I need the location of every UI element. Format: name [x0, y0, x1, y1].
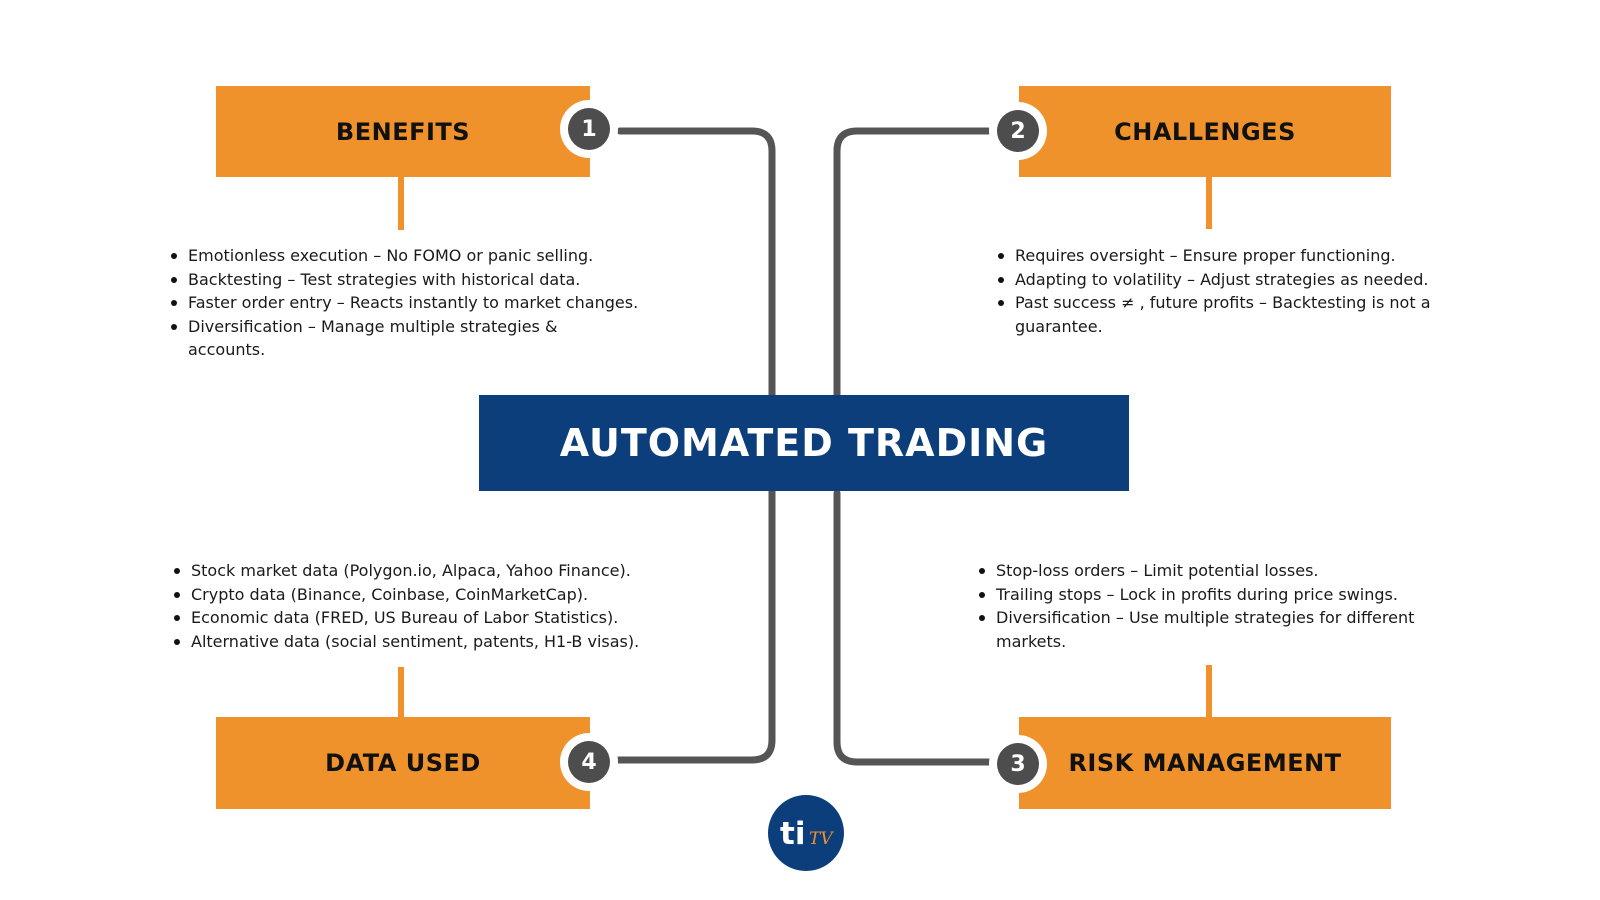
number-2: 2 [997, 110, 1039, 152]
benefits-header: BENEFITS [216, 86, 590, 177]
benefits-list: Emotionless execution – No FOMO or panic… [169, 244, 639, 362]
number-3: 3 [997, 743, 1039, 785]
list-item: Diversification – Use multiple strategie… [977, 606, 1427, 653]
tiv-logo: ti TV [768, 795, 844, 871]
data-used-header: DATA USED [216, 717, 590, 809]
challenges-list: Requires oversight – Ensure proper funct… [996, 244, 1436, 338]
challenges-header: CHALLENGES [1019, 86, 1391, 177]
list-item: Diversification – Manage multiple strate… [169, 315, 639, 362]
logo-text-accent: TV [809, 829, 834, 849]
list-item: Emotionless execution – No FOMO or panic… [169, 244, 639, 268]
list-item: Requires oversight – Ensure proper funct… [996, 244, 1436, 268]
challenges-title: CHALLENGES [1114, 117, 1296, 146]
tiv-logo-mark: ti TV [780, 816, 834, 852]
connector-benefits [616, 127, 776, 400]
list-item: Stop-loss orders – Limit potential losse… [977, 559, 1427, 583]
data-used-stub [398, 667, 404, 717]
challenges-stub [1206, 177, 1212, 229]
list-item: Past success ≠ , future profits – Backte… [996, 291, 1436, 338]
connector-risk-management [833, 489, 994, 766]
risk-management-list: Stop-loss orders – Limit potential losse… [977, 559, 1427, 653]
list-item: Alternative data (social sentiment, pate… [172, 630, 642, 654]
list-item: Economic data (FRED, US Bureau of Labor … [172, 606, 642, 630]
number-1: 1 [568, 108, 610, 150]
list-item: Adapting to volatility – Adjust strategi… [996, 268, 1436, 292]
number-badge-4: 4 [560, 733, 618, 791]
number-4: 4 [568, 741, 610, 783]
list-item: Crypto data (Binance, Coinbase, CoinMark… [172, 583, 642, 607]
number-badge-1: 1 [560, 100, 618, 158]
center-title: AUTOMATED TRADING [479, 395, 1129, 491]
risk-management-title: RISK MANAGEMENT [1068, 749, 1342, 777]
number-badge-3: 3 [989, 735, 1047, 793]
list-item: Faster order entry – Reacts instantly to… [169, 291, 639, 315]
connector-challenges [833, 127, 992, 400]
benefits-title: BENEFITS [335, 117, 471, 146]
risk-management-stub [1206, 665, 1212, 717]
risk-management-header: RISK MANAGEMENT [1019, 717, 1391, 809]
data-used-title: DATA USED [325, 749, 481, 777]
benefits-stub [398, 177, 404, 230]
list-item: Stock market data (Polygon.io, Alpaca, Y… [172, 559, 642, 583]
number-badge-2: 2 [989, 102, 1047, 160]
connector-data-used [614, 487, 776, 764]
data-used-list: Stock market data (Polygon.io, Alpaca, Y… [172, 559, 642, 653]
list-item: Backtesting – Test strategies with histo… [169, 268, 639, 292]
logo-text-main: ti [780, 816, 805, 852]
list-item: Trailing stops – Lock in profits during … [977, 583, 1427, 607]
